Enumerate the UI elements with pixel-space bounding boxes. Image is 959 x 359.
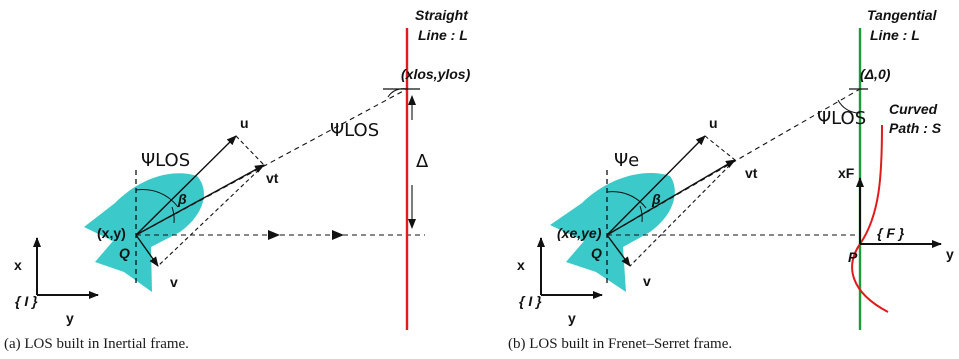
q-label: Q — [119, 245, 130, 261]
p-label: P — [848, 249, 858, 265]
position-label: (x,y) — [97, 225, 126, 241]
xf-label: xF — [838, 165, 855, 181]
psi-los-arc-line — [387, 88, 408, 98]
tangential-line-title-1: Tangential — [867, 7, 938, 23]
u-to-vt-dash — [235, 135, 265, 166]
q-label-b: Q — [591, 245, 602, 261]
curved-path-title-2: Path : S — [889, 120, 942, 136]
psi-e-arc — [606, 191, 647, 209]
vt-to-v-dash — [157, 164, 265, 267]
position-label-b: (xe,ye) — [557, 225, 602, 241]
inertial-frame-label-b: { I } — [519, 293, 542, 309]
frenet-frame-label: { F } — [877, 225, 905, 241]
curved-path — [851, 124, 889, 313]
u-label: u — [240, 115, 249, 131]
arrow-mark-2 — [332, 230, 344, 240]
los-point-label: (xlos,ylos) — [401, 66, 471, 82]
tangential-line-title-2: Line : L — [870, 27, 920, 43]
u-label-b: u — [709, 115, 718, 131]
axis-x-label-b: x — [517, 257, 525, 273]
curved-path-title-1: Curved — [889, 101, 938, 117]
vt-label: vt — [266, 170, 279, 186]
u-vector-b — [606, 135, 706, 236]
psi-los-line-label: ΨLOS — [330, 120, 379, 141]
psi-e-label: Ψe — [614, 150, 639, 171]
caption-a: (a) LOS built in Inertial frame. — [4, 336, 189, 352]
axis-y-label-b: y — [568, 310, 576, 326]
psi-los-label-b: ΨLOS — [817, 108, 866, 129]
panel-b: x y { I } Ψe β u vt v (xe,ye) Q Tangenti… — [517, 7, 954, 330]
inertial-frame-label: { I } — [15, 293, 38, 309]
vt-to-v-dash-b — [629, 159, 736, 267]
inertial-axes-a: x y { I } — [14, 237, 99, 326]
beta-label-b: β — [651, 191, 661, 207]
frenet-y-label: y — [946, 246, 954, 262]
u-vector — [135, 135, 237, 236]
axis-x-label: x — [14, 257, 22, 273]
psi-los-arc-a — [135, 188, 179, 208]
v-vector — [135, 234, 159, 267]
v-vector-b — [606, 234, 631, 267]
los-point-label-b: (Δ,0) — [860, 66, 891, 82]
los-line — [135, 88, 408, 236]
delta-label: Δ — [416, 151, 429, 172]
v-label-b: v — [643, 273, 651, 289]
straight-line-title-2: Line : L — [418, 27, 468, 43]
psi-los-arc-b — [837, 99, 861, 114]
beta-label: β — [177, 191, 187, 207]
arrow-mark-1 — [268, 230, 280, 240]
u-to-vt-dash-b — [704, 135, 736, 161]
panel-a: x y { I } ΨLOS β u vt v (x,y) Q Straight — [14, 7, 471, 330]
vt-label-b: vt — [745, 165, 758, 181]
psi-los-vertical-label: ΨLOS — [141, 150, 190, 171]
straight-line-title-1: Straight — [415, 7, 469, 23]
axis-y-label: y — [66, 310, 74, 326]
v-label: v — [170, 274, 178, 290]
caption-b: (b) LOS built in Frenet–Serret frame. — [508, 336, 733, 352]
inertial-axes-b: x y { I } — [517, 237, 603, 326]
los-line-b — [606, 88, 861, 236]
